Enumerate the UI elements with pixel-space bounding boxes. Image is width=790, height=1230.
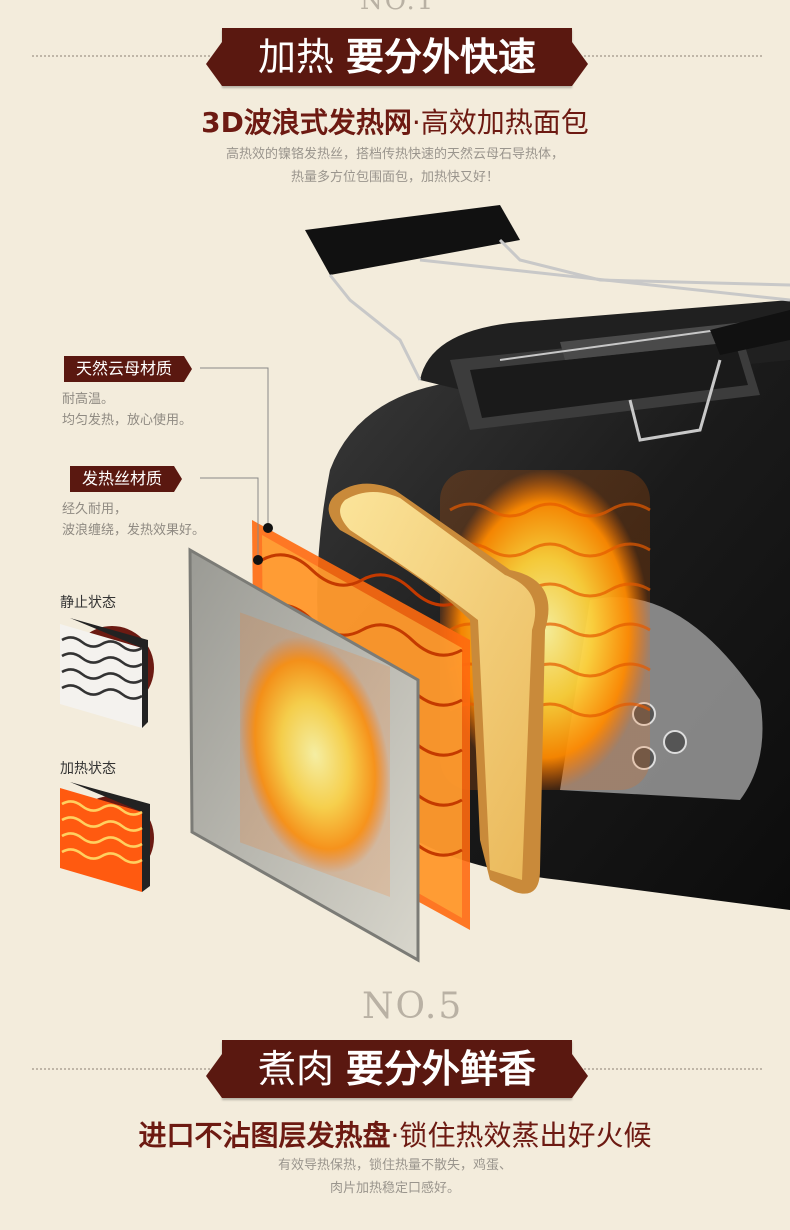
leader-dot-2 [253, 555, 263, 565]
feature-desc-line: 经久耐用， [62, 502, 128, 517]
state-label-idle: 静止状态 [60, 595, 116, 611]
section-number-1: NO.1 [360, 0, 436, 16]
feature-desc-wire: 经久耐用， 波浪缠绕，发热效果好。 [62, 499, 205, 541]
leader-line-1 [200, 367, 269, 528]
toaster-illustration [60, 205, 790, 963]
description-line: 高热效的镍铬发热丝，搭档传热快速的天然云母石导热体， [225, 147, 564, 162]
description-line: 有效导热保热，锁住热量不散失，鸡蛋、 [277, 1158, 512, 1173]
section-banner-5: 煮肉要分外鲜香 [206, 1040, 588, 1098]
state-label-heating: 加热状态 [60, 761, 116, 777]
banner-text-b: 要分外快速 [346, 35, 537, 79]
section-description-1: 高热效的镍铬发热丝，搭档传热快速的天然云母石导热体， 热量多方位包围面包，加热快… [0, 143, 790, 189]
banner-text-b: 要分外鲜香 [346, 1047, 537, 1091]
feature-desc-line: 耐高温。 [62, 392, 115, 407]
section-number-5: NO.5 [362, 986, 464, 1027]
divider-left-1 [32, 55, 210, 57]
mica-glass-panel [188, 547, 420, 963]
divider-right-5 [584, 1068, 762, 1070]
section-subtitle-1: 3D波浪式发热网·高效加热面包 [0, 101, 790, 141]
subtitle-bold: 进口不沾图层发热盘 [138, 1119, 391, 1152]
divider-left-5 [32, 1068, 210, 1070]
subtitle-bold: 3D波浪式发热网 [201, 106, 412, 139]
toast-slice [328, 483, 549, 894]
section-subtitle-5: 进口不沾图层发热盘·锁住热效蒸出好火候 [0, 1114, 790, 1154]
idle-state-swatch [60, 618, 154, 728]
feature-tag-mica: 天然云母材质 [64, 356, 193, 382]
feature-desc-line: 均匀发热，放心使用。 [62, 413, 193, 428]
feature-desc-mica: 耐高温。 均匀发热，放心使用。 [62, 389, 192, 431]
subtitle-regular: ·锁住热效蒸出好火候 [390, 1119, 652, 1152]
leader-line-2 [200, 477, 259, 560]
heating-state-swatch [60, 782, 154, 892]
section-description-5: 有效导热保热，锁住热量不散失，鸡蛋、 肉片加热稳定口感好。 [0, 1154, 790, 1200]
divider-right-1 [584, 55, 762, 57]
feature-desc-line: 波浪缠绕，发热效果好。 [62, 523, 206, 538]
banner-text-a: 煮肉 [257, 1047, 334, 1091]
leader-dot-1 [263, 523, 273, 533]
feature-tag-wire: 发热丝材质 [70, 466, 183, 492]
description-line: 肉片加热稳定口感好。 [329, 1181, 460, 1196]
description-line: 热量多方位包围面包，加热快又好！ [290, 170, 499, 185]
banner-text-a: 加热 [257, 35, 334, 79]
section-banner-1: 加热要分外快速 [206, 28, 588, 86]
subtitle-regular: ·高效加热面包 [411, 106, 589, 139]
